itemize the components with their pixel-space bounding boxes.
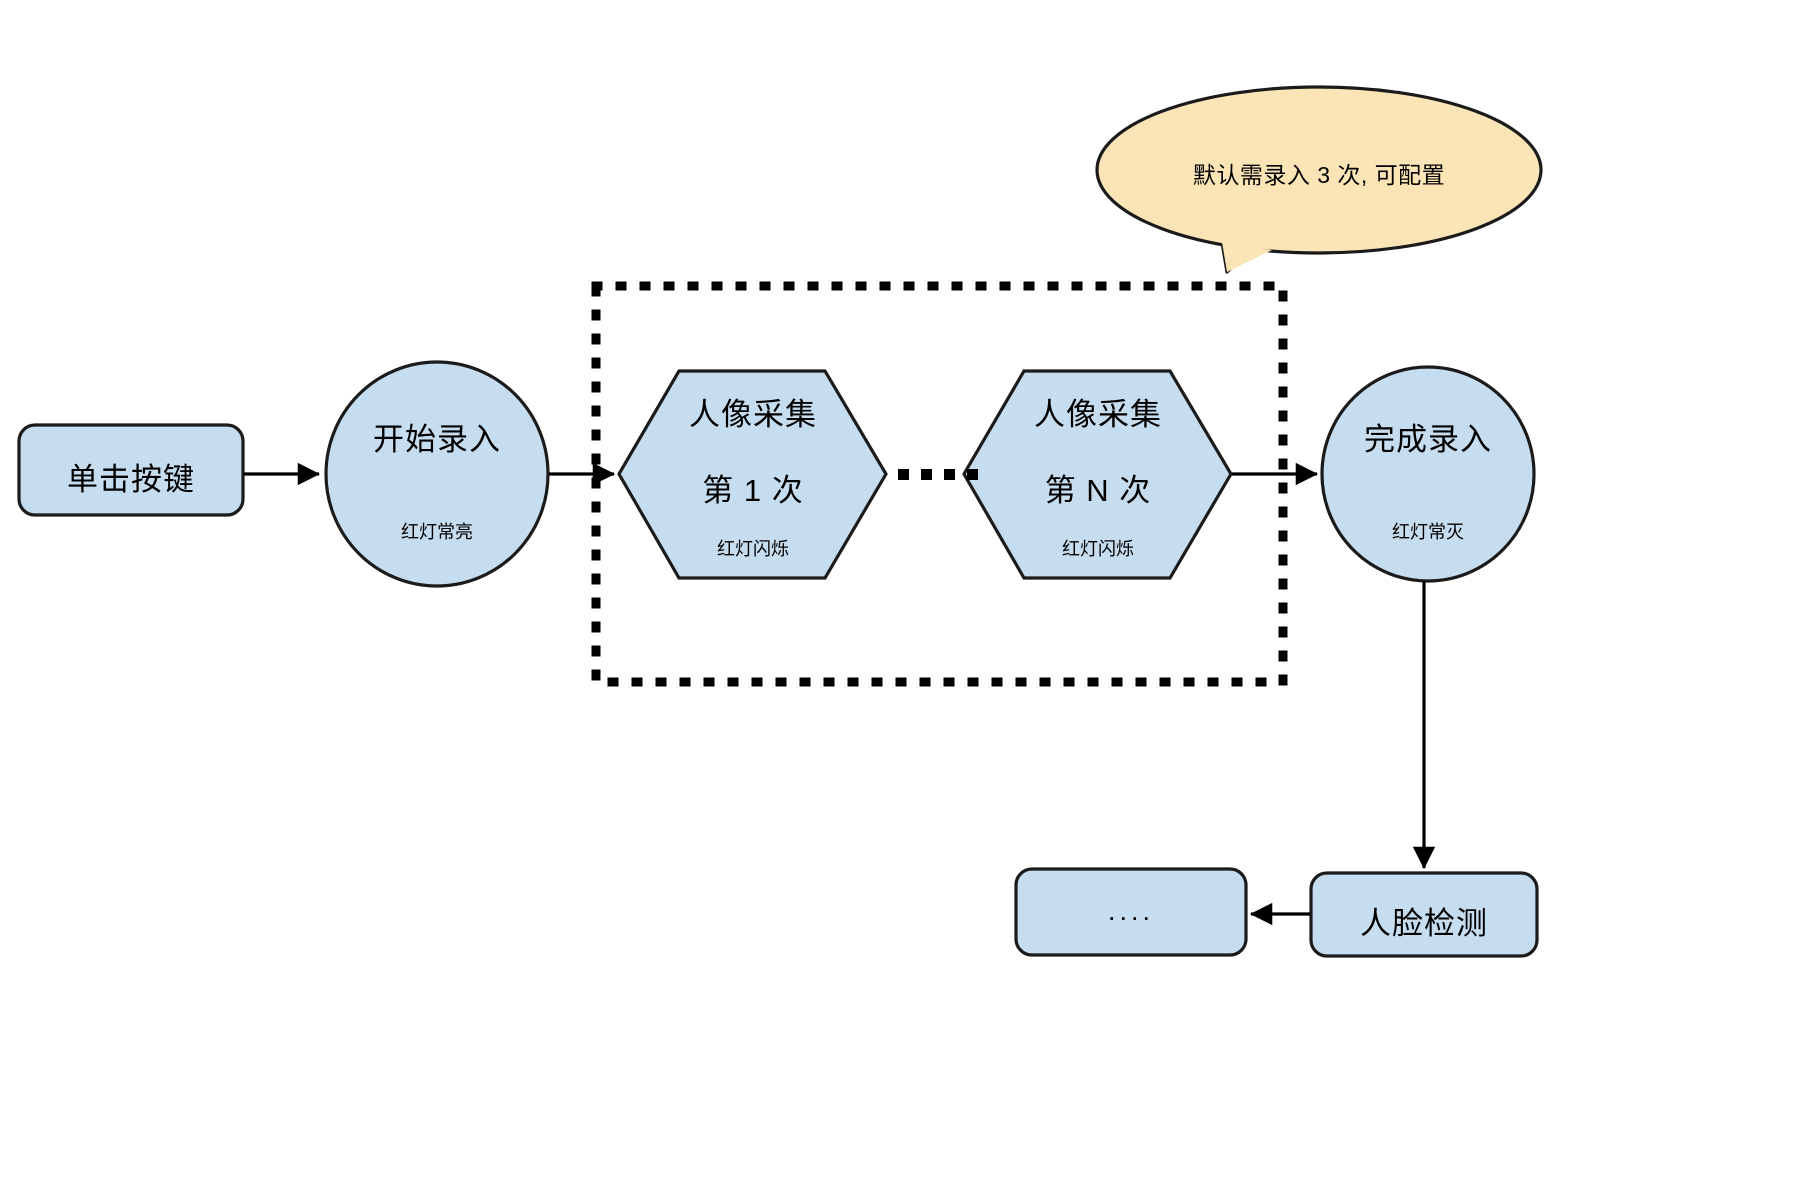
node-click-key-shape[interactable]: [17, 423, 245, 517]
node-more-steps-shape[interactable]: [1014, 867, 1248, 957]
hexagon-ellipsis-dots: [898, 469, 978, 480]
node-finish-enroll-shape[interactable]: [1320, 365, 1536, 583]
node-start-enroll-shape[interactable]: [324, 360, 550, 588]
node-capture-nth-shape[interactable]: [962, 369, 1233, 580]
node-capture-first-shape[interactable]: [617, 369, 888, 580]
callout-bubble-shape: [1095, 85, 1543, 255]
callout-bubble-tail-fill: [1222, 242, 1272, 272]
node-face-detect-shape[interactable]: [1309, 871, 1539, 958]
